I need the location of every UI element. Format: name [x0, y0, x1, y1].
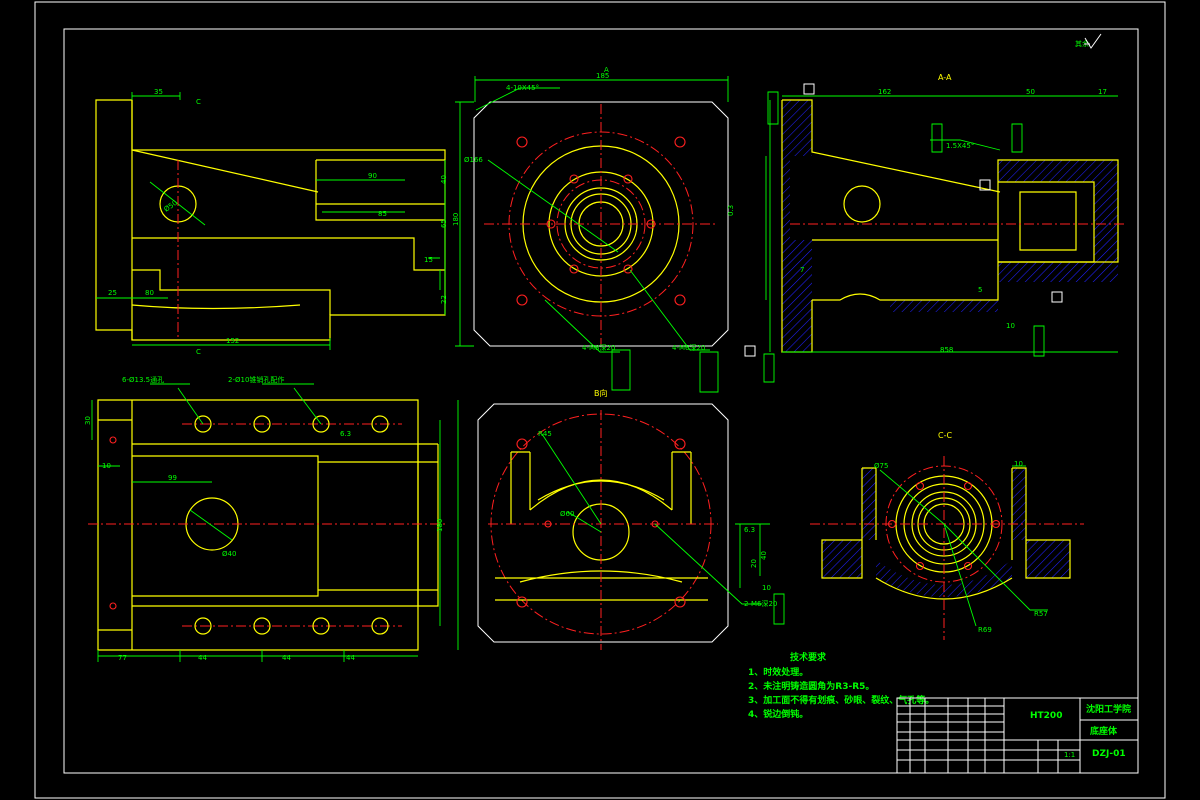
view-top-bottom-left: 6-Ø13.5通孔 2-Ø10锥销孔配作 30 10 99 Ø40 77 44 … — [84, 375, 459, 662]
svg-text:6-Ø13.5通孔: 6-Ø13.5通孔 — [122, 375, 164, 384]
svg-text:10: 10 — [102, 462, 111, 470]
tb-part-name: 底座体 — [1090, 725, 1118, 737]
svg-text:17: 17 — [1098, 88, 1107, 96]
svg-text:30: 30 — [84, 416, 92, 425]
svg-text:10: 10 — [762, 584, 771, 592]
svg-text:35: 35 — [154, 88, 163, 96]
svg-text:Ø40: Ø40 — [222, 550, 236, 558]
svg-text:A: A — [604, 66, 609, 74]
note-item-3: 3、加工面不得有划痕、砂眼、裂纹、气孔等。 — [748, 694, 934, 706]
svg-text:152: 152 — [226, 337, 239, 345]
view-section-cc: C-C Ø75 R57 R69 10 — [810, 431, 1084, 640]
tb-drawing-no: DZJ-01 — [1092, 749, 1126, 759]
svg-text:R45: R45 — [538, 430, 552, 438]
svg-text:10: 10 — [1006, 322, 1015, 330]
svg-text:6.3: 6.3 — [744, 526, 755, 534]
holes-row-top — [194, 415, 389, 433]
svg-text:80: 80 — [145, 289, 154, 297]
svg-text:20: 20 — [750, 559, 758, 568]
svg-text:85: 85 — [378, 210, 387, 218]
svg-text:162: 162 — [878, 88, 891, 96]
svg-text:44: 44 — [282, 654, 291, 662]
note-item-1: 1、时效处理。 — [748, 666, 808, 678]
bolt-holes-inner — [546, 174, 656, 274]
roughness-mark-other: 其余 — [1075, 33, 1102, 49]
svg-text:B向: B向 — [594, 388, 608, 398]
sheet-outer-border — [34, 1, 1166, 799]
svg-text:Ø166: Ø166 — [464, 156, 483, 164]
svg-text:77: 77 — [118, 654, 127, 662]
svg-text:90: 90 — [368, 172, 377, 180]
svg-text:0.3: 0.3 — [727, 205, 735, 216]
svg-text:C-C: C-C — [938, 431, 952, 440]
svg-text:R69: R69 — [978, 626, 992, 634]
view-front-top-left: 35 90 85 40 65 15 22 25 80 152 Ø50 C C — [95, 88, 448, 356]
svg-text:858: 858 — [940, 346, 953, 354]
svg-text:50: 50 — [1026, 88, 1035, 96]
svg-text:2-M6深20: 2-M6深20 — [744, 599, 777, 608]
svg-text:Ø60: Ø60 — [560, 510, 574, 518]
svg-text:7: 7 — [800, 266, 804, 274]
svg-text:6.3: 6.3 — [340, 430, 351, 438]
sheet-inner-frame — [63, 28, 1139, 774]
svg-text:4-10X45°: 4-10X45° — [506, 84, 539, 92]
svg-text:Ø50: Ø50 — [163, 199, 179, 214]
svg-text:2-Ø10锥销孔配作: 2-Ø10锥销孔配作 — [228, 375, 284, 384]
svg-text:44: 44 — [346, 654, 355, 662]
svg-text:180: 180 — [452, 213, 460, 226]
view-section-aa: A-A 162 50 17 858 1.5X45° 10 7 5 — [744, 73, 1126, 383]
svg-text:25: 25 — [108, 289, 117, 297]
svg-text:1.5X45°: 1.5X45° — [946, 142, 974, 150]
svg-text:5: 5 — [978, 286, 982, 294]
view-plan-top-middle: 185 A 180 4-10X45° Ø166 4-M8深20 4-M6深20 … — [452, 66, 735, 393]
note-item-4: 4、锐边倒钝。 — [748, 708, 808, 720]
tb-material: HT200 — [1030, 711, 1062, 721]
title-block: HT200 沈阳工学院 底座体 DZJ-01 1:1 — [896, 697, 1139, 774]
svg-text:C: C — [196, 98, 201, 106]
svg-text:4-M8深20: 4-M8深20 — [582, 343, 615, 352]
svg-text:其余: 其余 — [1075, 39, 1089, 48]
svg-text:4-M6深20: 4-M6深20 — [672, 343, 705, 352]
svg-text:65: 65 — [440, 219, 448, 228]
bolt-holes-outer — [516, 136, 686, 306]
view-b-bottom-middle: B向 R45 Ø60 2-M6深20 40 20 6.3 10 — [477, 388, 785, 650]
tb-scale: 1:1 — [1064, 751, 1075, 759]
svg-text:99: 99 — [168, 474, 177, 482]
svg-text:40: 40 — [760, 551, 768, 560]
technical-notes: 技术要求 1、时效处理。 2、未注明铸造圆角为R3-R5。 3、加工面不得有划痕… — [748, 651, 934, 720]
svg-text:44: 44 — [198, 654, 207, 662]
svg-text:R57: R57 — [1034, 610, 1048, 618]
tb-school: 沈阳工学院 — [1086, 703, 1131, 715]
note-item-2: 2、未注明铸造圆角为R3-R5。 — [748, 680, 874, 692]
notes-title: 技术要求 — [790, 651, 827, 663]
svg-text:15: 15 — [424, 256, 433, 264]
svg-text:Ø75: Ø75 — [874, 462, 888, 470]
svg-text:10: 10 — [1014, 460, 1023, 468]
holes-row-bottom — [194, 617, 389, 635]
svg-text:A-A: A-A — [938, 73, 952, 82]
svg-text:185: 185 — [596, 72, 609, 80]
svg-text:C: C — [196, 348, 201, 356]
svg-text:22: 22 — [440, 295, 448, 304]
svg-text:180: 180 — [436, 519, 444, 532]
svg-text:40: 40 — [440, 175, 448, 184]
